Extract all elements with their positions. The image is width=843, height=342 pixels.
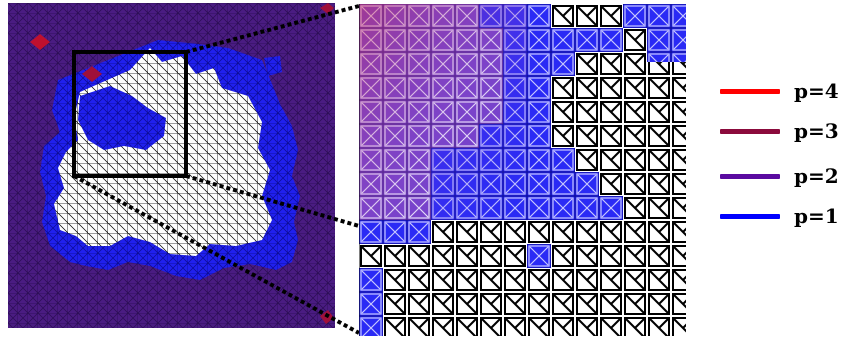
zoom-p1-region xyxy=(527,244,551,268)
legend-item-p1: p=1 xyxy=(716,201,843,231)
legend-label-p3: p=3 xyxy=(794,116,839,146)
legend-swatch-p3 xyxy=(720,129,780,134)
legend-label-p2: p=2 xyxy=(794,161,839,191)
zoom-p1-region xyxy=(359,268,383,336)
mesh-overview-panel xyxy=(8,3,335,328)
p1-patch-edge xyxy=(58,122,74,136)
legend-label-p1: p=1 xyxy=(794,201,839,231)
legend-item-p4: p=4 xyxy=(716,76,843,106)
legend-swatch-p1 xyxy=(720,214,780,219)
legend-item-p3: p=3 xyxy=(716,116,843,146)
legend-swatch-p4 xyxy=(720,89,780,94)
legend-item-p2: p=2 xyxy=(716,161,843,191)
legend-label-p4: p=4 xyxy=(794,76,839,106)
zoom-p3-tint xyxy=(359,4,527,220)
mesh-zoom-panel xyxy=(359,4,686,336)
legend: p=4 p=3 p=2 p=1 xyxy=(716,76,843,236)
legend-swatch-p2 xyxy=(720,174,780,179)
